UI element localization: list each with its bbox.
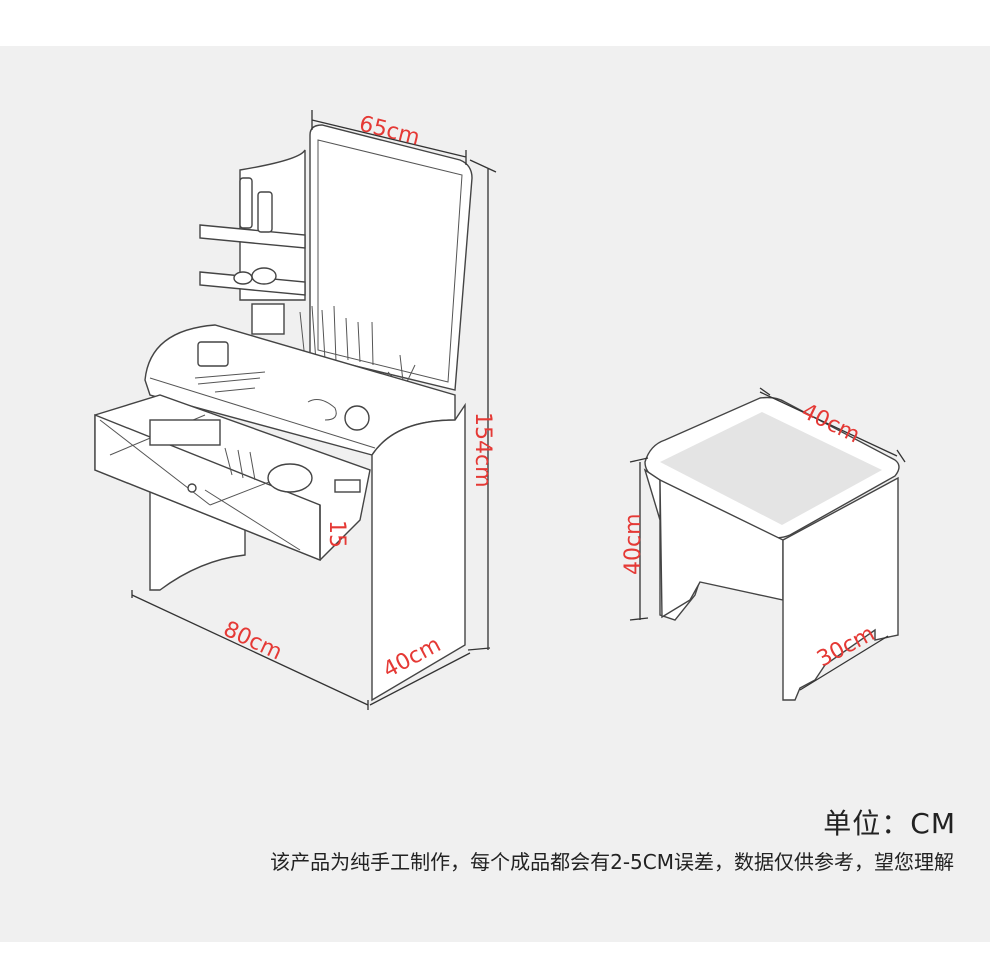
drawer-height-label: 15: [324, 520, 349, 548]
stool-sketch: [629, 387, 906, 701]
unit-label: 单位：CM: [823, 807, 956, 840]
total-height-label: 154cm: [470, 412, 495, 488]
stool-height-label: 40cm: [621, 513, 646, 575]
dressing-table-sketch: [94, 110, 497, 710]
disclaimer-text: 该产品为纯手工制作，每个成品都会有2-5CM误差，数据仅供参考，望您理解: [270, 850, 954, 874]
table-width-label: 80cm: [219, 617, 285, 666]
